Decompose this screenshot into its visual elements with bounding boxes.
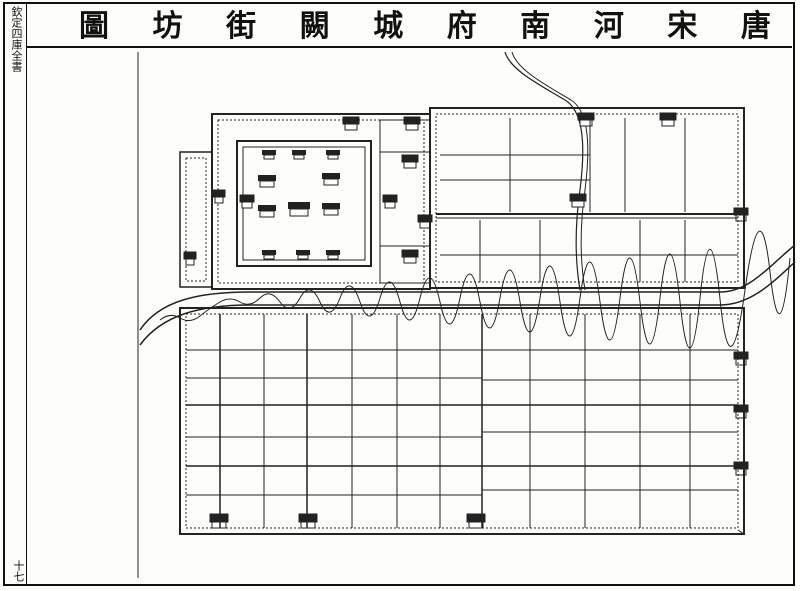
southern-wall	[179, 307, 745, 535]
hall-icon	[326, 150, 340, 160]
palace-inner-wall	[236, 140, 372, 267]
title-char: 闕	[299, 9, 330, 44]
southern-district	[179, 307, 745, 535]
title-char: 街	[226, 9, 257, 44]
river-water-waves	[159, 230, 791, 349]
west-annex-inner	[185, 157, 207, 282]
southern-wall-inner	[185, 313, 739, 529]
page-frame	[3, 2, 795, 586]
gate-icon	[401, 154, 419, 169]
gate-icon	[209, 513, 229, 529]
title-char: 宋	[667, 9, 698, 44]
gate-icon	[466, 513, 486, 529]
gate-icon	[403, 116, 421, 131]
title-char: 府	[446, 9, 477, 44]
title-band: 唐 宋 河 南 府 城 闕 街 坊 圖	[26, 4, 792, 48]
west-annex-wall	[179, 151, 213, 288]
title-char: 南	[520, 9, 551, 44]
margin-note-top: 欽定四庫全書	[10, 6, 23, 72]
hall-icon	[258, 175, 276, 188]
north-stream-bank	[511, 51, 589, 291]
title-char: 河	[593, 9, 624, 44]
river-south-bank	[139, 261, 796, 346]
gate-icon	[401, 249, 419, 264]
page-number: 十七	[12, 560, 25, 582]
wall-corner	[737, 529, 745, 535]
gate-icon	[342, 116, 360, 131]
hall-icon	[292, 150, 306, 160]
hall-icon	[322, 173, 340, 186]
gate-icon	[239, 194, 255, 209]
title-char: 圖	[79, 9, 109, 44]
northeast-wall	[429, 107, 745, 289]
title-char: 坊	[152, 9, 183, 44]
gate-icon	[183, 251, 197, 266]
hall-icon	[296, 250, 310, 260]
title-char: 唐	[740, 9, 771, 44]
gate-icon	[382, 194, 398, 209]
gate-icon	[577, 112, 595, 127]
hall-icon	[258, 205, 276, 218]
palace-halls	[258, 150, 340, 260]
hall-icon	[288, 202, 310, 217]
gate-icon	[569, 193, 587, 208]
northeast-district	[429, 107, 745, 289]
gate-towers	[183, 112, 749, 529]
gate-icon	[733, 461, 749, 476]
margin-rule	[26, 4, 27, 586]
gate-icon	[212, 189, 226, 204]
north-stream	[504, 51, 584, 291]
map-title: 唐 宋 河 南 府 城 闕 街 坊 圖	[26, 10, 792, 44]
gate-icon	[733, 351, 749, 366]
city-river	[139, 230, 796, 349]
hall-icon	[322, 203, 340, 216]
hall-icon	[262, 250, 276, 260]
northeast-wall-inner	[435, 113, 739, 283]
title-char: 城	[373, 9, 404, 44]
river-north-bank	[139, 244, 796, 331]
hall-icon	[326, 250, 340, 260]
hall-icon	[262, 150, 276, 160]
gate-icon	[733, 404, 749, 419]
gate-icon	[659, 112, 677, 127]
gate-icon	[298, 513, 318, 529]
